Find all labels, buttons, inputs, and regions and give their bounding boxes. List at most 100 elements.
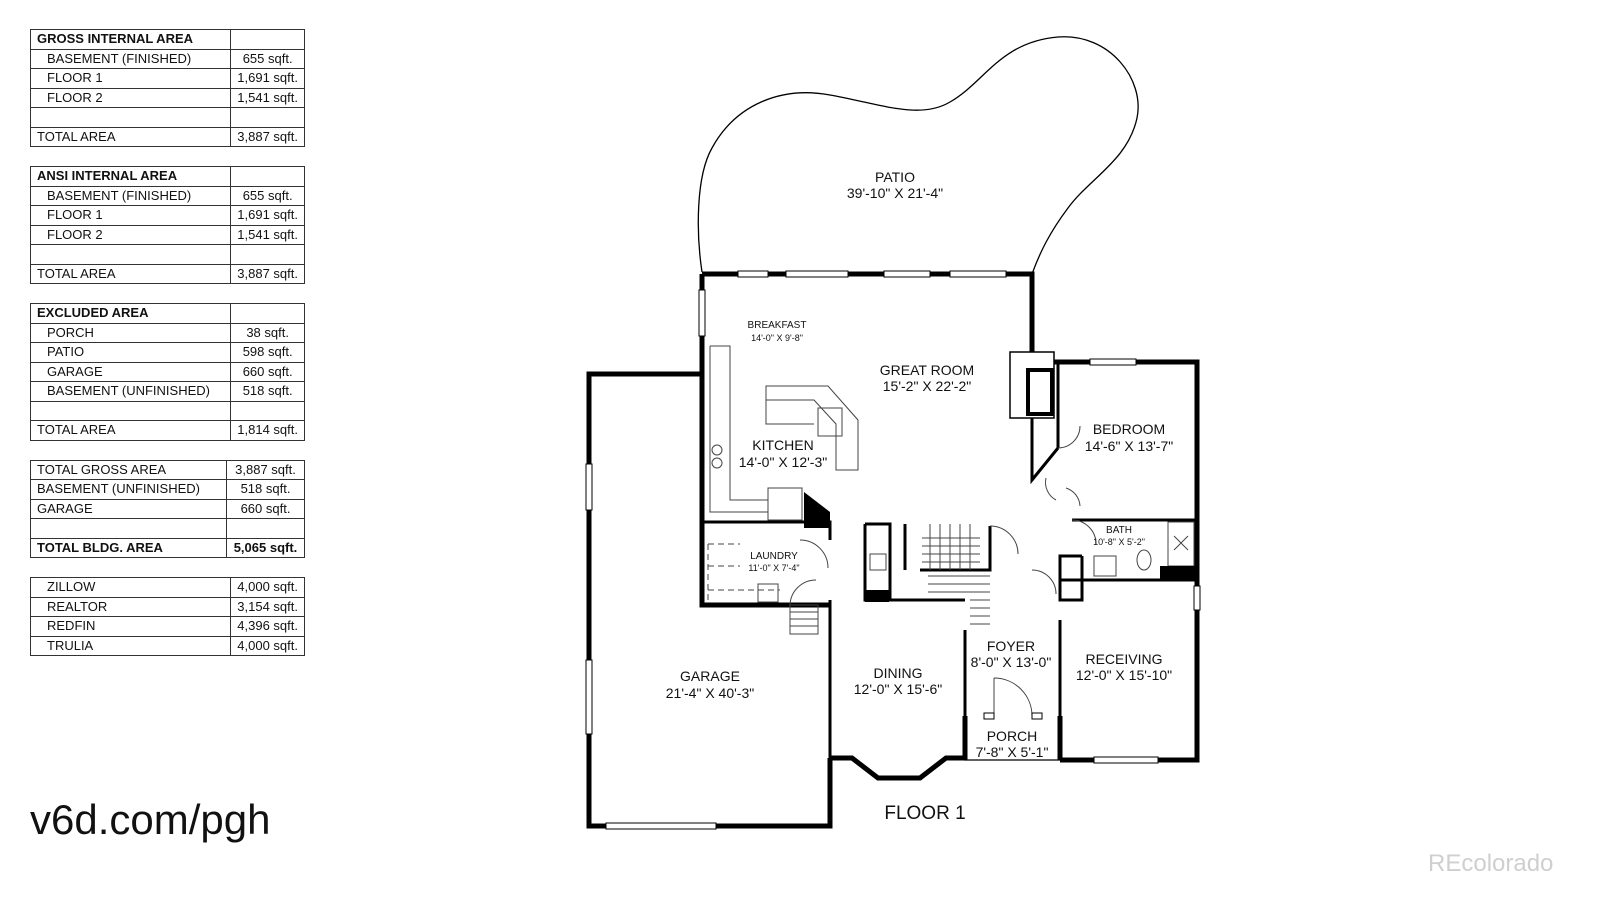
powder-vanity: [869, 553, 887, 571]
area-value: 518 sqft.: [226, 479, 305, 500]
room-name-laundry: LAUNDRY: [750, 551, 798, 562]
area-value: 1,814 sqft.: [230, 420, 305, 441]
shower: [1167, 521, 1195, 567]
room-name-porch: PORCH: [987, 728, 1038, 744]
area-label: TOTAL AREA: [29, 420, 232, 441]
area-value: 1,541 sqft.: [230, 87, 305, 108]
refrigerator: [767, 487, 803, 521]
area-value: 5,065 sqft.: [226, 537, 305, 558]
table-row: BASEMENT (UNFINISHED)518 sqft.: [30, 479, 305, 500]
room-name-breakfast: BREAKFAST: [748, 320, 807, 331]
area-label: TOTAL AREA: [29, 126, 232, 147]
table-row: ANSI INTERNAL AREA: [29, 166, 305, 187]
room-dims-dining: 12'-0" X 15'-6": [854, 681, 942, 697]
table-row: BASEMENT (FINISHED)655 sqft.: [29, 48, 305, 69]
room-dims-foyer: 8'-0" X 13'-0": [971, 654, 1052, 670]
area-value: 3,887 sqft.: [230, 263, 305, 284]
area-label: BASEMENT (UNFINISHED): [30, 479, 227, 500]
door-swing-stair: [989, 525, 1019, 555]
room-dims-laundry: 11'-0" X 7'-4": [748, 563, 799, 573]
room-name-great-room: GREAT ROOM: [880, 362, 974, 378]
area-value: 4,396 sqft.: [230, 616, 305, 637]
kitchen-sink: [817, 407, 843, 437]
site-url-text: v6d.com/pgh: [30, 796, 271, 843]
door-swing-bath: [1071, 519, 1097, 545]
room-dims-great-room: 15'-2" X 22'-2": [883, 378, 971, 394]
laundry-steps: [789, 604, 819, 635]
room-dims-porch: 7'-8" X 5'-1": [976, 744, 1049, 760]
table-row: [30, 518, 305, 539]
table-row: GROSS INTERNAL AREA: [29, 29, 305, 50]
area-label: PATIO: [29, 342, 232, 363]
room-name-foyer: FOYER: [987, 638, 1035, 654]
door-swing-front: [993, 677, 1033, 717]
area-label: PORCH: [29, 322, 232, 343]
stove-burner: [711, 444, 723, 456]
bath-wall-block: [1160, 566, 1196, 580]
area-label: FLOOR 1: [29, 68, 232, 89]
room-name-patio: PATIO: [875, 169, 915, 185]
recolorado-watermark: REcolorado: [1428, 850, 1554, 877]
room-dims-breakfast: 14'-0" X 9'-8": [751, 333, 803, 343]
area-label: TOTAL AREA: [29, 263, 232, 284]
kitchen-island: [765, 385, 859, 471]
garage-walls: [586, 371, 833, 829]
door-swing-closet-b: [1065, 487, 1081, 507]
room-dims-kitchen: 14'-0" X 12'-3": [739, 454, 827, 470]
room-dims-bath: 10'-8" X 5'-2": [1093, 537, 1145, 547]
pantry-block: [804, 492, 830, 528]
window: [737, 270, 769, 278]
area-value: 598 sqft.: [230, 342, 305, 363]
room-name-garage: GARAGE: [680, 668, 740, 684]
door-swing-garage: [789, 579, 817, 606]
door-swing-bedroom: [1057, 425, 1081, 449]
patio-outline: [697, 36, 1139, 275]
room-dims-bedroom: 14'-6" X 13'-7": [1085, 438, 1173, 454]
stair-post: [865, 590, 889, 602]
area-value: 3,887 sqft.: [226, 459, 305, 480]
area-label: TRULIA: [29, 635, 232, 656]
laundry-counters: [707, 543, 780, 600]
dining-bay-wall: [830, 755, 965, 781]
exterior-walls: [702, 271, 1200, 763]
area-value: 4,000 sqft.: [230, 635, 305, 656]
door-swing-closet-c: [1031, 569, 1057, 595]
staircase: [922, 524, 990, 625]
door-swing-laundry: [799, 539, 829, 569]
door-swing-closet-a: [1045, 477, 1057, 501]
room-name-bedroom: BEDROOM: [1093, 421, 1165, 437]
area-value: 1,691 sqft.: [230, 205, 305, 226]
room-name-kitchen: KITCHEN: [752, 437, 813, 453]
room-dims-receiving: 12'-0" X 15'-10": [1076, 667, 1172, 683]
area-label: TOTAL BLDG. AREA: [30, 537, 227, 558]
exterior-walls-left: [699, 274, 830, 608]
area-value: 3,887 sqft.: [230, 126, 305, 147]
room-name-bath: BATH: [1106, 525, 1132, 536]
room-name-receiving: RECEIVING: [1085, 651, 1162, 667]
room-name-dining: DINING: [874, 665, 923, 681]
toilet-icon: [1136, 549, 1152, 571]
laundry-sink: [757, 583, 779, 603]
area-label: ANSI INTERNAL AREA: [29, 166, 232, 187]
floor-label: FLOOR 1: [884, 803, 965, 824]
kitchen-counters: [709, 345, 768, 513]
area-value: 1,691 sqft.: [230, 68, 305, 89]
room-dims-garage: 21'-4" X 40'-3": [666, 685, 754, 701]
